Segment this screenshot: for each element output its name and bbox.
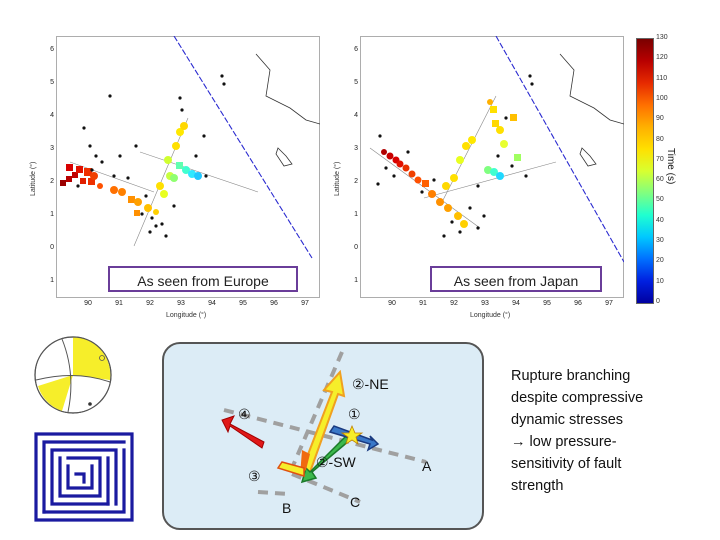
colorbar-tick: 100 [656,94,668,102]
colorbar-tick: 0 [656,298,660,305]
left-ylabel: Latitude (°) [30,161,37,196]
colorbar-tick: 30 [656,237,664,245]
right-xtick: 96 [574,300,582,307]
colorbar-tick: 20 [656,257,664,265]
label-c: C [350,494,361,510]
conclusion-text: Rupture branching despite compressive dy… [511,368,644,494]
caption-japan: As seen from Japan [430,266,602,292]
left-ytick: 5 [50,79,54,86]
left-aftershock-dots [76,74,226,238]
colorbar-tick: 40 [656,216,664,224]
right-ytick: 5 [354,79,358,86]
left-ytick: 1 [50,211,54,218]
colorbar-tick: 50 [656,196,664,204]
right-ytick: 0 [354,244,358,251]
branching-diagram [221,351,427,504]
colorbar-tick: 90 [656,115,664,123]
right-xtick: 91 [419,300,427,307]
left-xtick: 97 [301,300,309,307]
left-map-plot: 6 5 4 3 2 1 0 1 Latitude (°) 90 91 92 93… [30,36,320,319]
left-ytick: 1 [50,277,54,284]
label-four: ④ [238,406,251,422]
label-b: B [282,500,292,516]
label-three: ③ [248,468,261,484]
left-xtick: 91 [115,300,123,307]
right-ytick: 1 [354,211,358,218]
beachball-icon [34,336,112,414]
right-ytick: 2 [354,178,358,185]
label-one: ① [348,406,361,422]
left-xlabel: Longitude (°) [166,312,207,319]
left-xtick: 90 [84,300,92,307]
left-xtick: 96 [270,300,278,307]
branching-diagram-panel: ②-NE ① ④ ②-SW ③ A B C [162,342,484,530]
left-ytick: 3 [50,145,54,152]
maze-icon [34,432,134,522]
right-ytick: 6 [354,46,358,53]
right-xlabel: Longitude (°) [470,312,511,319]
caption-europe: As seen from Europe [108,266,298,292]
colorbar-tick: 60 [656,176,664,184]
left-ytick: 2 [50,178,54,185]
right-ytick: 4 [354,112,358,119]
label-ne: ②-NE [352,376,389,392]
right-xtick: 93 [481,300,489,307]
colorbar-tick: 120 [656,54,668,62]
left-xtick: 94 [208,300,216,307]
right-xtick: 90 [388,300,396,307]
colorbar-tick: 110 [656,74,668,82]
left-ytick: 0 [50,244,54,251]
colorbar-label: Time (s) [665,148,676,185]
right-ytick: 1 [354,277,358,284]
label-a: A [422,458,432,474]
colorbar-tick: 80 [656,135,664,143]
colorbar-tick: 70 [656,155,664,163]
left-hypocenter-cluster [60,122,202,216]
right-aftershock-dots [376,74,534,238]
left-ytick: 6 [50,46,54,53]
left-map-canvas [56,36,320,298]
right-ylabel: Latitude (°) [334,161,341,196]
left-xtick: 93 [177,300,185,307]
left-xtick: 92 [146,300,154,307]
right-xtick: 94 [512,300,520,307]
colorbar-tick: 130 [656,34,668,41]
colorbar-tick: 10 [656,277,664,285]
label-sw: ②-SW [316,454,356,470]
right-ytick: 3 [354,145,358,152]
left-ytick: 4 [50,112,54,119]
right-xtick: 95 [543,300,551,307]
right-map-canvas [360,36,624,298]
right-map-plot: 6 5 4 3 2 1 0 1 Latitude (°) 90 91 92 93… [334,36,624,319]
right-hypocenter-cluster [381,99,521,228]
left-xtick: 95 [239,300,247,307]
right-xtick: 92 [450,300,458,307]
time-colorbar [636,38,654,304]
right-xtick: 97 [605,300,613,307]
